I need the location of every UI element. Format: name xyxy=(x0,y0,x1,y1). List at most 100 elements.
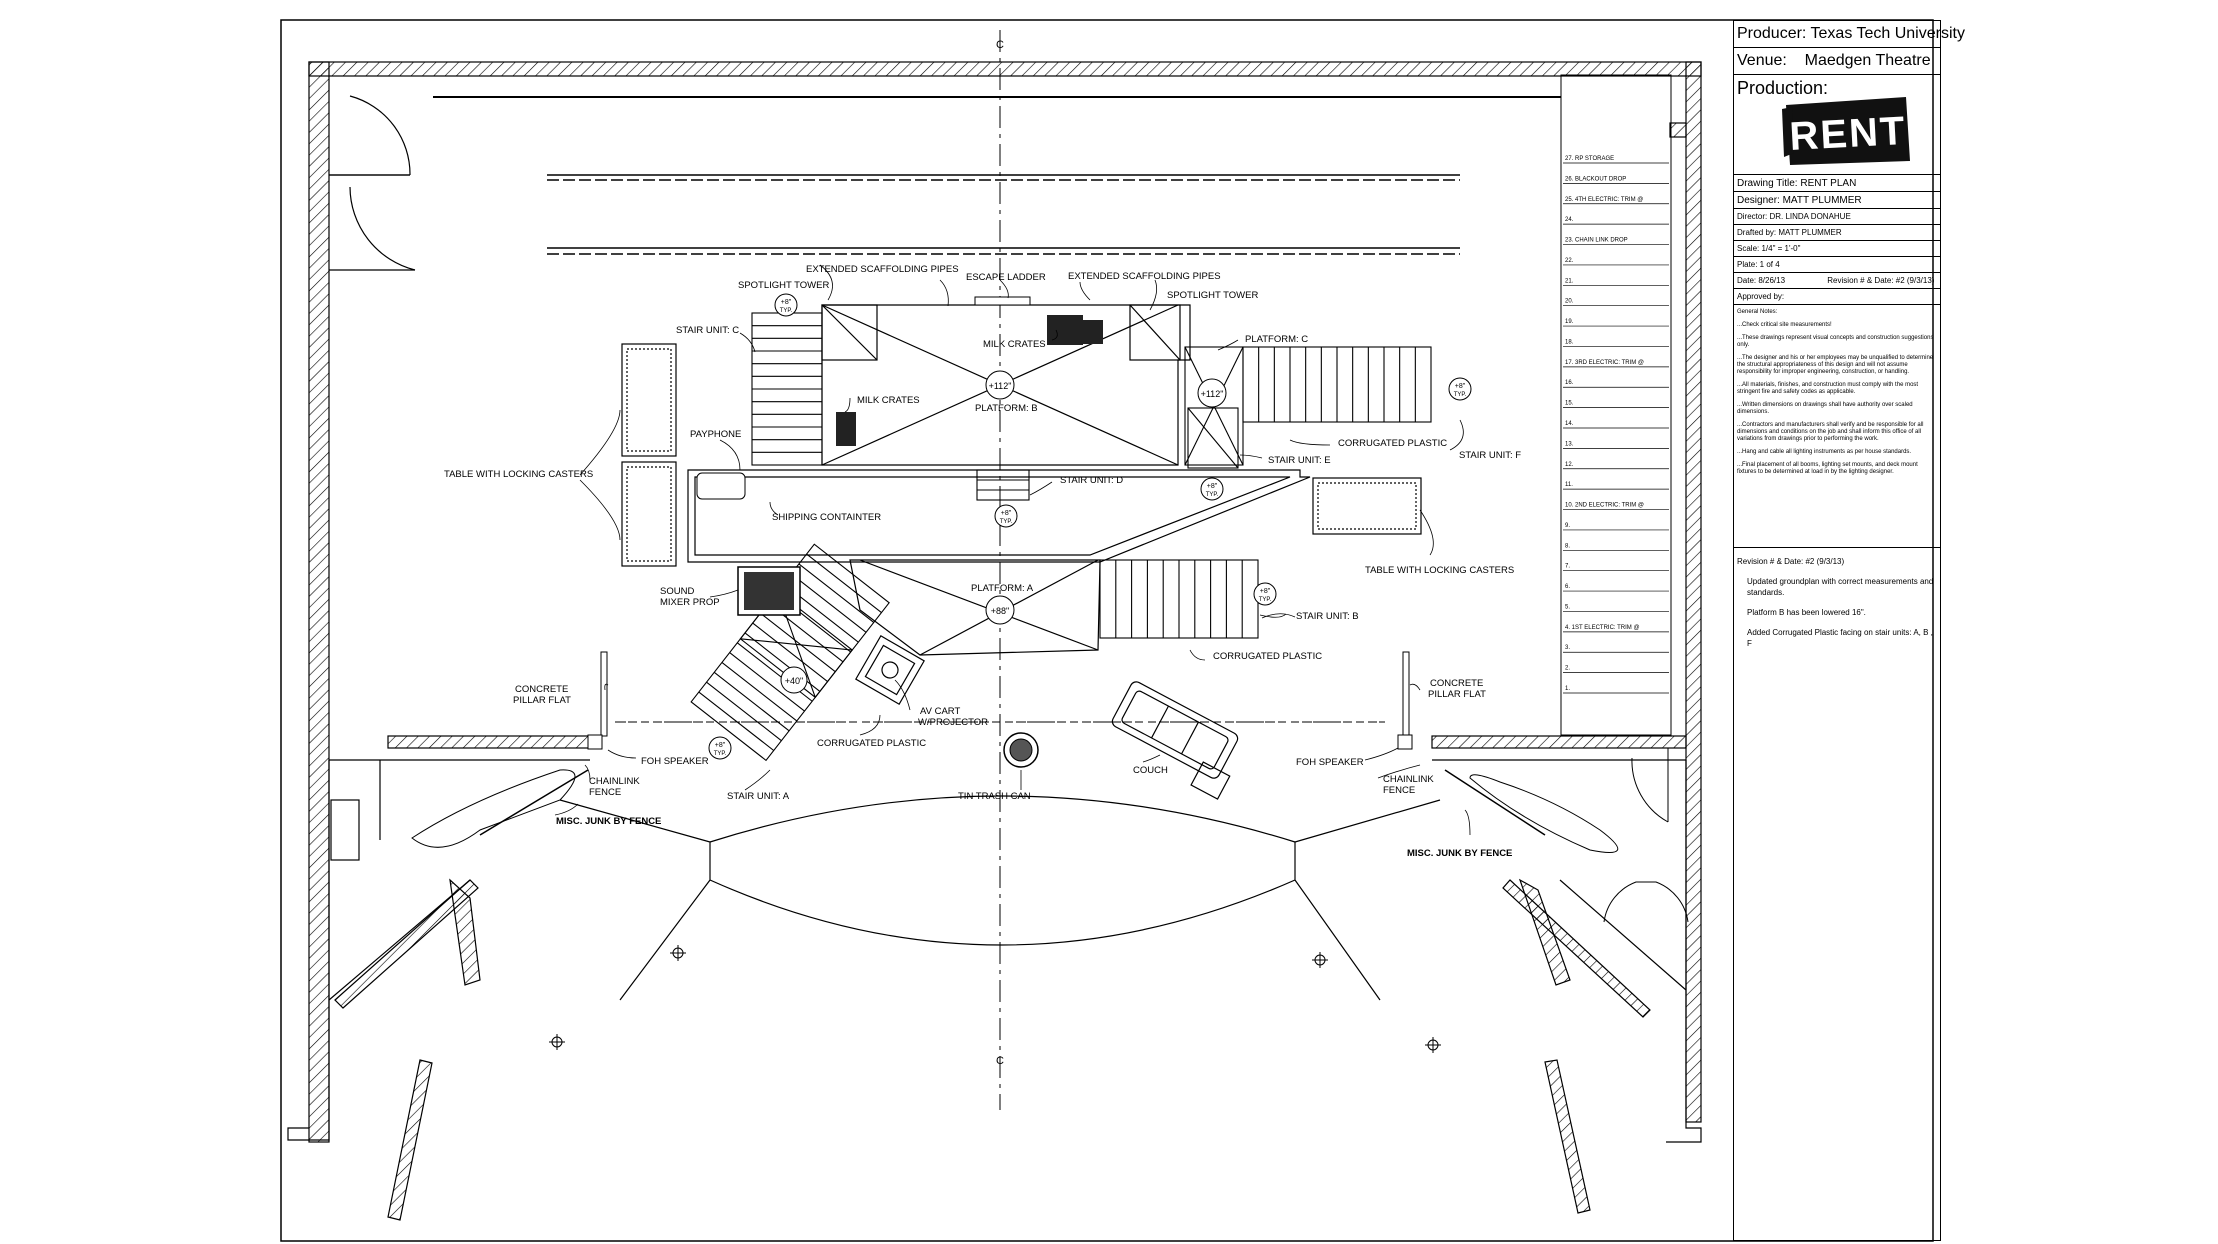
label-av-cart-2: W/PROJECTOR xyxy=(918,717,988,728)
typ-marker-label: TYP. xyxy=(1206,492,1219,498)
lineset-label: 17. 3RD ELECTRIC: TRIM @ xyxy=(1565,360,1644,366)
table-right xyxy=(1312,477,1422,535)
label-tin-trash-can: TIN TRASH CAN xyxy=(958,791,1031,802)
revision: Revision # & Date: #2 (9/3/13) xyxy=(1827,276,1935,285)
label-spotlight-tower-right: SPOTLIGHT TOWER xyxy=(1167,290,1258,301)
typ-marker-value: +8" xyxy=(1260,588,1271,595)
typ-marker-value: +8" xyxy=(1001,510,1012,517)
typ-marker-value: +8" xyxy=(1455,383,1466,390)
label-table-right: TABLE WITH LOCKING CASTERS xyxy=(1365,565,1514,576)
label-sound-mixer-2: MIXER PROP xyxy=(660,597,720,608)
centerline-symbol-top: C xyxy=(996,39,1004,51)
typ-marker-value: +8" xyxy=(715,742,726,749)
fly-battens xyxy=(547,174,1460,255)
drawing-labels: EXTENDED SCAFFOLDING PIPES ESCAPE LADDER… xyxy=(444,264,1521,859)
stair-tread xyxy=(760,612,836,673)
lineset-label: 16. xyxy=(1565,380,1574,386)
label-stair-unit-a: STAIR UNIT: A xyxy=(727,791,790,802)
revision-note: Added Corrugated Plastic facing on stair… xyxy=(1747,628,1933,648)
title-block: Producer: Texas Tech University Venue: M… xyxy=(1733,20,1965,1241)
general-notes: General Notes: ...Check critical site me… xyxy=(1734,305,1940,548)
lineset-label: 21. xyxy=(1565,278,1574,284)
label-extended-pipes-left: EXTENDED SCAFFOLDING PIPES xyxy=(806,264,959,275)
lineset-label: 4. 1ST ELECTRIC: TRIM @ xyxy=(1565,625,1640,631)
typ-markers: +8"TYP.+8"TYP.+8"TYP.+8"TYP.+8"TYP.+8"TY… xyxy=(708,293,1472,760)
director: Director: DR. LINDA DONAHUE xyxy=(1734,209,1940,225)
typ-marker-circle xyxy=(1253,582,1277,606)
stair-tread xyxy=(798,563,875,623)
note: ...All materials, finishes, and construc… xyxy=(1737,382,1919,395)
lineset-label: 9. xyxy=(1565,523,1570,529)
typ-marker-circle xyxy=(774,293,798,317)
label-stair-unit-f: STAIR UNIT: F xyxy=(1459,450,1521,461)
elevation-platform-a: +88" xyxy=(991,606,1009,616)
approved-by: Approved by: xyxy=(1734,289,1940,305)
payphone xyxy=(696,472,746,500)
right-doors xyxy=(1603,748,1689,923)
table-left-lower xyxy=(621,461,677,567)
label-milk-crates-top: MILK CRATES xyxy=(983,339,1046,350)
lineset-label: 6. xyxy=(1565,584,1570,590)
label-concrete-left-1: CONCRETE xyxy=(515,684,568,695)
label-platform-c: PLATFORM: C xyxy=(1245,334,1308,345)
label-misc-junk-right: MISC. JUNK BY FENCE xyxy=(1407,848,1512,859)
lineset-label: 12. xyxy=(1565,462,1574,468)
typ-marker-label: TYP. xyxy=(1454,392,1467,398)
table-left-upper xyxy=(621,343,677,457)
label-chainlink-right-1: CHAINLINK xyxy=(1383,774,1434,785)
rent-logo: RENT xyxy=(1782,97,1910,165)
typ-marker-label: TYP. xyxy=(1259,597,1272,603)
concrete-pillar-flat-left xyxy=(600,651,608,737)
typ-marker-value: +8" xyxy=(781,299,792,306)
typ-marker-circle xyxy=(994,504,1018,528)
platform-a xyxy=(849,559,1101,656)
sheet-border xyxy=(280,19,1934,1242)
lineset-label: 13. xyxy=(1565,441,1574,447)
label-corrugated-plastic-f: CORRUGATED PLASTIC xyxy=(1338,438,1447,449)
venue-label: Venue: xyxy=(1737,52,1787,69)
label-table-left: TABLE WITH LOCKING CASTERS xyxy=(444,469,593,480)
typ-marker-circle xyxy=(708,736,732,760)
lineset-label: 19. xyxy=(1565,319,1574,325)
lineset-label: 27. RP STORAGE xyxy=(1565,156,1614,162)
apron xyxy=(559,795,1441,1001)
lineset-label: 1. xyxy=(1565,686,1570,692)
stair-tread xyxy=(698,691,775,751)
typ-marker-label: TYP. xyxy=(1000,519,1013,525)
label-stair-unit-e: STAIR UNIT: E xyxy=(1268,455,1331,466)
label-corrugated-plastic-a: CORRUGATED PLASTIC xyxy=(817,738,926,749)
note: ...Contractors and manufacturers shall v… xyxy=(1737,422,1924,442)
lineset-label: 24. xyxy=(1565,217,1574,223)
concrete-pillar-flat-right xyxy=(1402,651,1410,737)
stair-tread xyxy=(729,652,805,712)
drawing-title: Drawing Title: RENT PLAN xyxy=(1734,175,1940,192)
lineset-label: 23. CHAIN LINK DROP xyxy=(1565,238,1628,244)
typ-marker-label: TYP. xyxy=(714,751,727,757)
elevation-platform-b: +112" xyxy=(989,381,1012,391)
downstage-walls xyxy=(328,759,1687,1001)
label-corrugated-plastic-b: CORRUGATED PLASTIC xyxy=(1213,651,1322,662)
stair-tread xyxy=(721,662,798,722)
stair-unit-d xyxy=(976,469,1030,501)
centerline-symbol-bottom: C xyxy=(996,1055,1004,1067)
av-cart xyxy=(855,635,925,705)
revision-block-title: Revision # & Date: #2 (9/3/13) xyxy=(1737,557,1845,566)
drafted-by: Drafted by: MATT PLUMMER xyxy=(1734,225,1940,241)
lineset-label: 18. xyxy=(1565,339,1574,345)
rent-logo-text: RENT xyxy=(1788,109,1907,159)
lineset-label: 15. xyxy=(1565,401,1574,407)
label-stair-unit-c: STAIR UNIT: C xyxy=(676,325,739,336)
date-revision-row: Date: 8/26/13 Revision # & Date: #2 (9/3… xyxy=(1734,273,1940,289)
stair-tread xyxy=(806,553,882,614)
foh-speaker-right xyxy=(1397,734,1413,750)
label-av-cart-1: AV CART xyxy=(920,706,960,717)
stair-tread xyxy=(706,681,782,742)
chainlink-fence-right xyxy=(1444,769,1546,836)
lineset-label: 20. xyxy=(1565,299,1574,305)
lineset-label: 26. BLACKOUT DROP xyxy=(1565,176,1626,182)
lineset-label: 5. xyxy=(1565,604,1570,610)
stair-unit-b xyxy=(1099,559,1259,639)
stair-unit-c xyxy=(751,312,823,466)
